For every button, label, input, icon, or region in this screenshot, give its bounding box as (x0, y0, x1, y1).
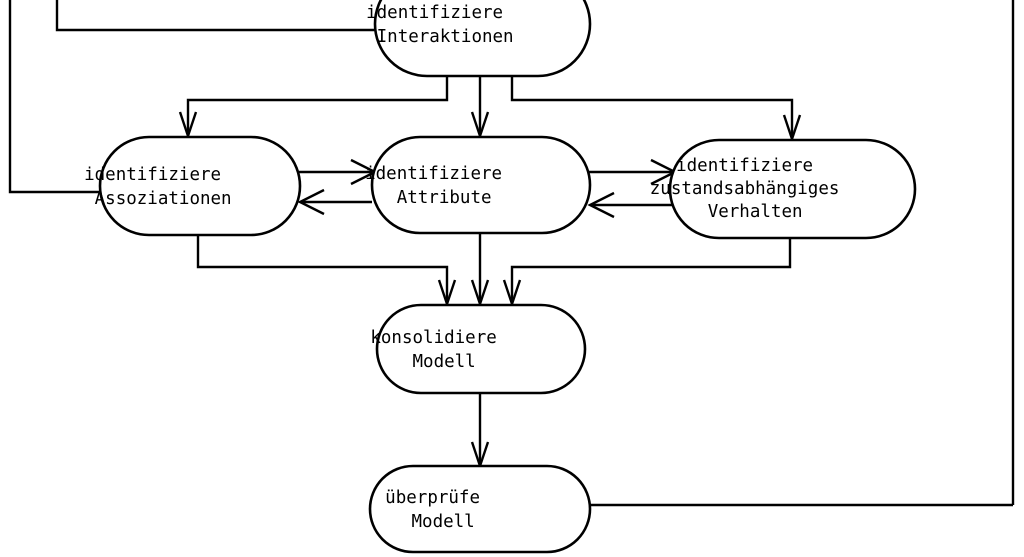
node-identifiziere-attribute[interactable]: identifiziere Attribute (365, 135, 597, 235)
edge-top-left-rail-to-interaktionen (55, 0, 376, 32)
node-shape-attribute (370, 135, 592, 235)
node-ueberpruefe-modell[interactable]: überprüfe Modell (368, 464, 592, 554)
edge-assoziationen-to-konsolidiere (196, 233, 449, 300)
node-shape-assoziationen (98, 135, 302, 237)
node-label-verhalten: identifiziere zustandsabhängiges Verhalt… (650, 156, 934, 222)
node-label-ueberpruefe: überprüfe Modell (385, 488, 575, 532)
node-shape-ueberpruefe (368, 464, 592, 554)
edge-interaktionen-to-verhalten (510, 76, 794, 135)
edge-layer (8, 0, 1015, 507)
node-konsolidiere-modell[interactable]: konsolidiere Modell (370, 303, 591, 395)
node-identifiziere-interaktionen[interactable]: identifiziere Interaktionen (366, 0, 598, 78)
node-label-konsolidiere: konsolidiere Modell (370, 328, 591, 372)
node-label-interaktionen: identifiziere Interaktionen (366, 3, 598, 47)
node-label-assoziationen: identifiziere Assoziationen (84, 165, 316, 209)
node-identifiziere-assoziationen[interactable]: identifiziere Assoziationen (84, 135, 316, 237)
arrowhead-into-attribute-right (587, 191, 615, 219)
node-shape-interaktionen (373, 0, 592, 78)
node-identifiziere-zustandsabhaengiges-verhalten[interactable]: identifiziere zustandsabhängiges Verhalt… (650, 138, 934, 240)
edge-outer-left-rail-to-assoziationen (8, 0, 104, 194)
node-label-attribute: identifiziere Attribute (365, 164, 597, 208)
arrowhead-into-assoziationen-right (297, 188, 325, 216)
edge-interaktionen-to-assoziationen (186, 76, 449, 132)
node-shape-konsolidiere (375, 303, 587, 395)
node-shape-verhalten (668, 138, 917, 240)
edge-verhalten-to-konsolidiere (510, 238, 792, 300)
